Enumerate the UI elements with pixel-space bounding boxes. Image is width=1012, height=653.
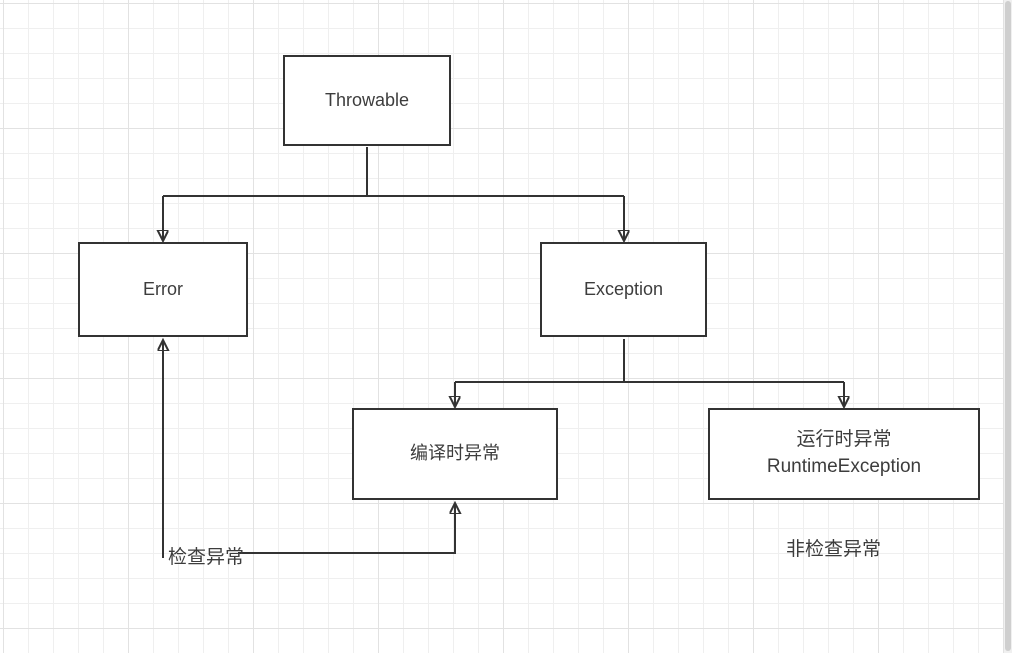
vertical-scrollbar-thumb[interactable] (1005, 1, 1011, 651)
node-throwable[interactable]: Throwable (283, 55, 451, 146)
node-runtime-exception-label: 运行时异常 RuntimeException (766, 429, 922, 477)
node-error[interactable]: Error (78, 242, 248, 337)
checked-exception-label[interactable]: 检查异常 (168, 547, 245, 568)
edge-exception-trunk[interactable] (455, 339, 844, 383)
node-compile-time-exception[interactable]: 编译时异常 (352, 408, 558, 500)
node-error-label: Error (143, 278, 183, 299)
node-compile-time-exception-label: 编译时异常 (410, 443, 500, 464)
vertical-scrollbar[interactable] (1004, 0, 1012, 653)
edge-checked-to-compile[interactable] (238, 504, 455, 554)
node-throwable-label: Throwable (324, 89, 410, 110)
node-runtime-exception[interactable]: 运行时异常 RuntimeException (708, 408, 980, 500)
edge-throwable-trunk[interactable] (163, 147, 624, 197)
node-exception[interactable]: Exception (540, 242, 707, 337)
node-exception-label: Exception (583, 278, 664, 299)
unchecked-exception-label[interactable]: 非检查异常 (786, 539, 882, 560)
